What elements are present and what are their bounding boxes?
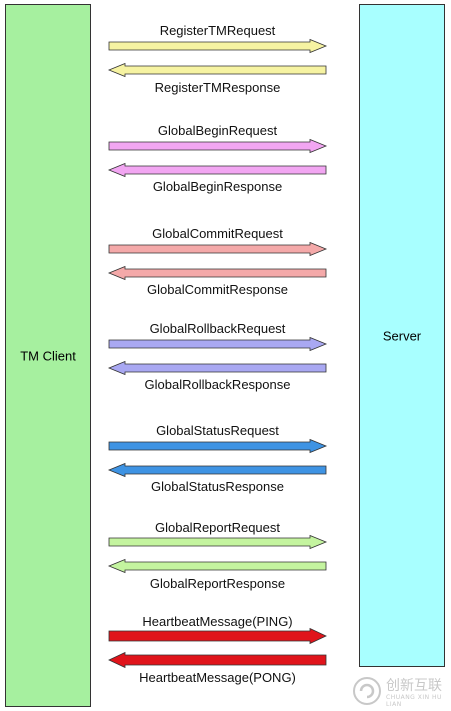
request-label: RegisterTMRequest xyxy=(159,23,276,38)
request-label: GlobalStatusRequest xyxy=(156,423,279,438)
request-arrow xyxy=(108,534,328,550)
response-label: GlobalBeginResponse xyxy=(152,179,283,194)
server-lane: Server xyxy=(359,4,445,667)
response-arrow xyxy=(107,462,327,478)
request-arrow xyxy=(108,438,328,454)
response-arrow xyxy=(107,62,327,78)
watermark: 创新互联 CHUANG XIN HU LIAN xyxy=(350,672,451,710)
watermark-subtext: CHUANG XIN HU LIAN xyxy=(386,694,442,708)
response-label: HeartbeatMessage(PONG) xyxy=(139,670,296,685)
request-label: GlobalReportRequest xyxy=(154,520,281,535)
request-arrow xyxy=(108,38,328,54)
request-arrow xyxy=(108,627,327,645)
tm-client-label: TM Client xyxy=(20,348,76,363)
response-arrow xyxy=(107,558,327,574)
tm-client-lane: TM Client xyxy=(5,4,91,707)
request-label: GlobalCommitRequest xyxy=(152,226,283,241)
response-label: GlobalRollbackResponse xyxy=(144,377,291,392)
request-label: HeartbeatMessage(PING) xyxy=(142,614,293,629)
response-arrow xyxy=(107,162,327,178)
watermark-text: 创新互联 xyxy=(386,678,442,694)
request-arrow xyxy=(108,138,328,154)
response-label: GlobalReportResponse xyxy=(149,576,286,591)
watermark-logo-icon xyxy=(353,677,381,705)
request-arrow xyxy=(108,336,328,352)
request-arrow xyxy=(108,241,328,257)
response-label: GlobalCommitResponse xyxy=(147,282,288,297)
response-arrow xyxy=(108,651,327,669)
server-label: Server xyxy=(382,328,422,343)
request-label: GlobalBeginRequest xyxy=(157,123,278,138)
response-arrow xyxy=(107,265,327,281)
response-arrow xyxy=(107,360,327,376)
response-label: GlobalStatusResponse xyxy=(151,479,284,494)
response-label: RegisterTMResponse xyxy=(154,80,281,95)
request-label: GlobalRollbackRequest xyxy=(149,321,286,336)
